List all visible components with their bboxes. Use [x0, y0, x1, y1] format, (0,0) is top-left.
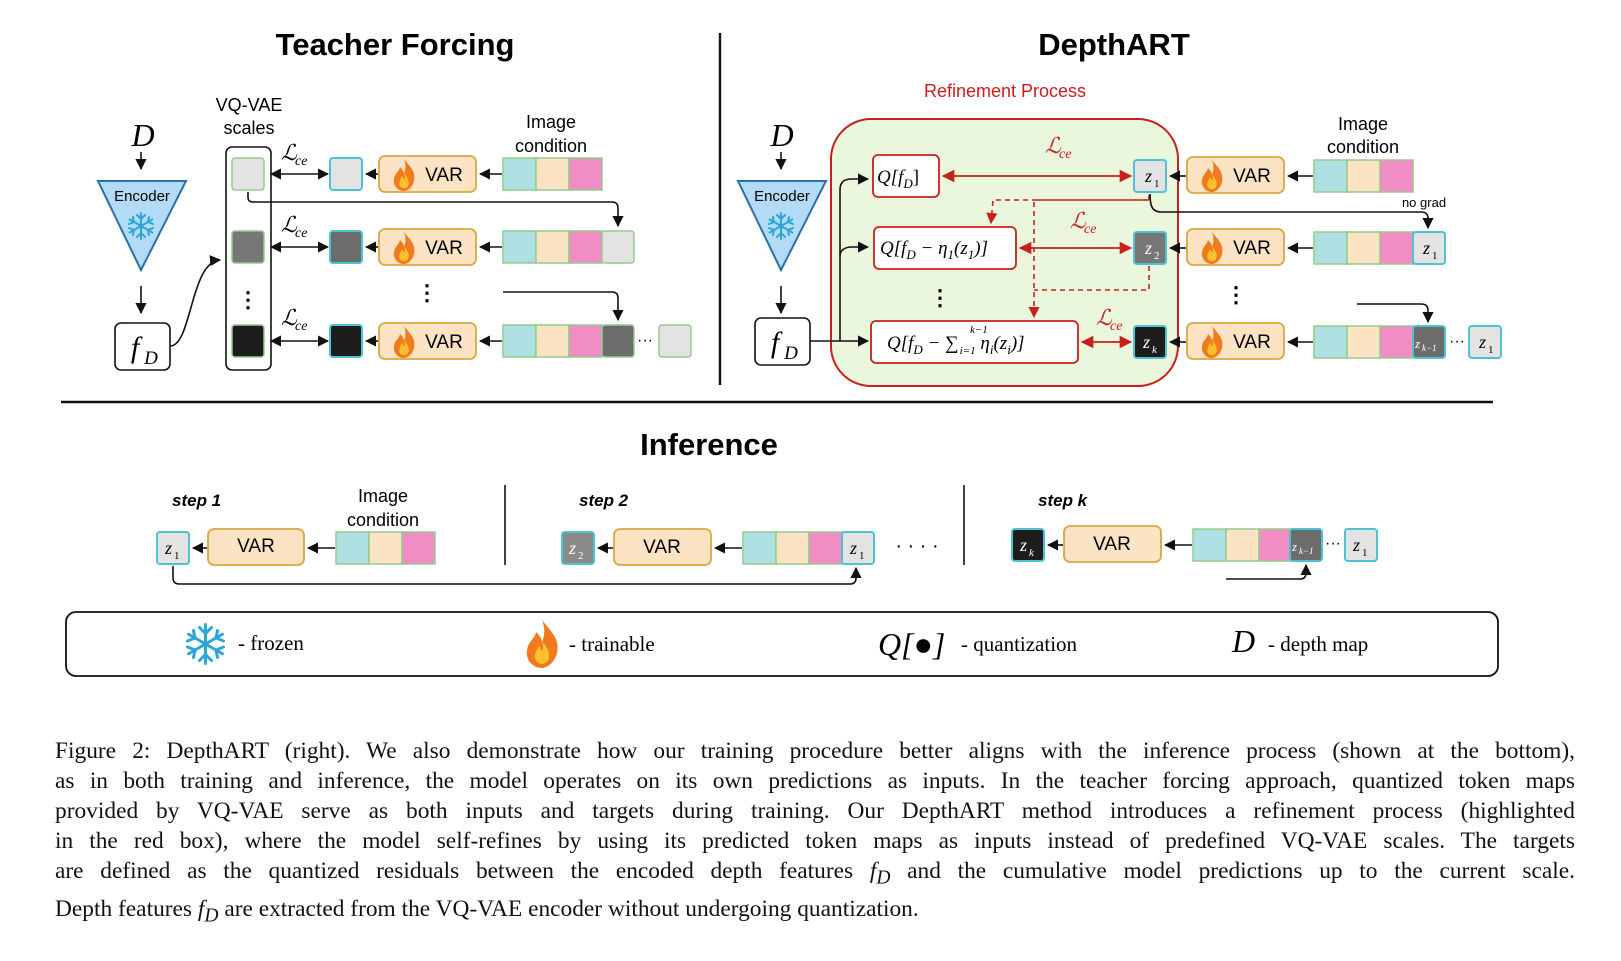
- no-grad-label: no grad: [1402, 195, 1446, 210]
- svg-text:D: D: [783, 343, 798, 364]
- svg-text:ce: ce: [295, 226, 307, 241]
- svg-text:k−1: k−1: [1299, 546, 1314, 556]
- legend-quantization: - quantization: [961, 632, 1078, 656]
- svg-text:z: z: [1142, 332, 1150, 352]
- fd-box: [754, 317, 811, 366]
- vqvae-label-2: scales: [223, 118, 274, 138]
- svg-text:Q[fD − η1(z1)]: Q[fD − η1(z1)]: [880, 238, 988, 262]
- svg-text:ℒ: ℒ: [281, 140, 298, 165]
- svg-text:⋮: ⋮: [929, 285, 951, 310]
- svg-text:2: 2: [1154, 250, 1160, 262]
- teacher-forcing-title: Teacher Forcing: [276, 27, 515, 62]
- svg-text:z: z: [1291, 539, 1297, 554]
- svg-text:Q[fD − ∑i=1 ηi(zi)]: Q[fD − ∑i=1 ηi(zi)]: [887, 333, 1025, 357]
- svg-text:ce: ce: [1059, 147, 1071, 162]
- svg-text:z: z: [1422, 238, 1430, 258]
- legend-depth-symbol: D: [1231, 623, 1255, 659]
- inference-title: Inference: [640, 427, 778, 462]
- svg-text:VAR: VAR: [237, 536, 275, 557]
- legend-box: [65, 611, 1499, 677]
- caption-line: in the red box), where the model self-re…: [55, 828, 1575, 854]
- svg-text:1: 1: [1362, 547, 1368, 559]
- svg-text:· · · ·: · · · ·: [895, 535, 938, 557]
- svg-text:1: 1: [174, 550, 180, 562]
- svg-text:z: z: [164, 538, 172, 558]
- svg-text:···: ···: [1325, 535, 1341, 552]
- svg-text:Q[fD]: Q[fD]: [877, 167, 919, 191]
- svg-text:VAR: VAR: [643, 537, 681, 558]
- svg-text:z: z: [1019, 535, 1027, 555]
- svg-text:VAR: VAR: [1233, 332, 1271, 353]
- quantize-box-1: [872, 154, 940, 198]
- depth-symbol: D: [130, 117, 154, 153]
- svg-text:k−1: k−1: [1422, 343, 1437, 353]
- svg-text:1: 1: [1488, 344, 1494, 356]
- svg-text:ℒ: ℒ: [281, 305, 298, 330]
- svg-text:VAR: VAR: [425, 238, 463, 259]
- svg-text:z: z: [1352, 535, 1360, 555]
- svg-text:condition: condition: [347, 510, 419, 530]
- quantize-box-k: [870, 320, 1079, 364]
- svg-text:z: z: [568, 538, 576, 558]
- step1-label: step 1: [172, 491, 221, 510]
- legend-quant-symbol: Q[●]: [878, 626, 945, 662]
- svg-text:ce: ce: [1110, 319, 1122, 334]
- caption-line: Depth features fD are extracted from the…: [55, 895, 919, 927]
- legend-trainable: - trainable: [569, 632, 655, 656]
- svg-text:VAR: VAR: [1233, 238, 1271, 259]
- svg-text:k: k: [1152, 344, 1158, 356]
- svg-text:condition: condition: [1327, 137, 1399, 157]
- svg-text:VAR: VAR: [425, 165, 463, 186]
- svg-text:ℒ: ℒ: [281, 212, 298, 237]
- svg-text:k−1: k−1: [970, 324, 988, 336]
- svg-text:D: D: [143, 348, 158, 369]
- caption-line: Figure 2: DepthART (right). We also demo…: [55, 738, 1575, 764]
- stepk-label: step k: [1038, 491, 1089, 510]
- refinement-process-label: Refinement Process: [924, 81, 1086, 101]
- fd-box: [114, 322, 171, 371]
- svg-text:Image: Image: [358, 486, 408, 506]
- svg-text:1: 1: [1432, 250, 1438, 262]
- encoder-label: Encoder: [114, 188, 170, 205]
- svg-text:VAR: VAR: [1233, 166, 1271, 187]
- svg-text:ce: ce: [1084, 222, 1096, 237]
- caption-line: are defined as the quantized residuals b…: [55, 858, 1575, 889]
- figure-caption: Figure 2: DepthART (right). We also demo…: [55, 736, 1575, 931]
- svg-text:ce: ce: [295, 154, 307, 169]
- svg-text:z: z: [1478, 332, 1486, 352]
- svg-text:VAR: VAR: [1093, 534, 1131, 555]
- legend-frozen: - frozen: [238, 631, 304, 655]
- svg-text:z: z: [1144, 238, 1152, 258]
- svg-text:···: ···: [1449, 333, 1465, 350]
- svg-text:VAR: VAR: [425, 332, 463, 353]
- figure-diagram: Teacher Forcing D Encoder f D VQ-VAE sca…: [61, 27, 1502, 677]
- svg-text:ℒ: ℒ: [1096, 305, 1113, 330]
- svg-text:Encoder: Encoder: [754, 188, 810, 205]
- svg-text:Image: Image: [1338, 114, 1388, 134]
- caption-line: provided by VQ-VAE serve as both inputs …: [55, 798, 1575, 824]
- svg-text:···: ···: [637, 332, 653, 349]
- vqvae-label-1: VQ-VAE: [216, 95, 283, 115]
- svg-text:D: D: [769, 117, 793, 153]
- caption-line: as in both training and inference, the m…: [55, 768, 1575, 794]
- svg-text:z: z: [849, 538, 857, 558]
- svg-text:k: k: [1029, 547, 1035, 559]
- svg-text:⋮: ⋮: [237, 287, 259, 312]
- svg-text:ce: ce: [295, 319, 307, 334]
- svg-text:⋮: ⋮: [416, 280, 438, 305]
- svg-text:z: z: [1414, 336, 1420, 351]
- svg-text:1: 1: [859, 550, 865, 562]
- image-condition-label-1: Image: [526, 112, 576, 132]
- legend-depth-map: - depth map: [1268, 632, 1368, 656]
- svg-text:2: 2: [578, 550, 584, 562]
- image-condition-label-2: condition: [515, 136, 587, 156]
- depthart-title: DepthART: [1038, 27, 1190, 62]
- step2-label: step 2: [579, 491, 629, 510]
- svg-text:ℒ: ℒ: [1070, 208, 1087, 233]
- svg-text:1: 1: [1154, 178, 1160, 190]
- svg-text:z: z: [1144, 166, 1152, 186]
- svg-text:⋮: ⋮: [1225, 282, 1247, 307]
- quantize-box-2: [873, 226, 1017, 270]
- svg-text:ℒ: ℒ: [1045, 133, 1062, 158]
